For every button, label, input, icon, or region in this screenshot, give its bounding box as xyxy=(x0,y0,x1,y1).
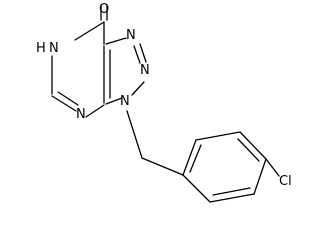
molecule-drawing: O H N N N N N Cl xyxy=(36,2,292,203)
bond-n3-ch2 xyxy=(126,110,143,159)
bond-ar-6 xyxy=(182,174,211,203)
atom-nitrogen-nh: N xyxy=(49,41,59,56)
bond-n3-c3a xyxy=(105,97,123,105)
atom-nitrogen-n1: N xyxy=(126,28,136,43)
bond-ar-5 xyxy=(209,193,255,203)
bond-n1-n2-double xyxy=(133,45,141,64)
bond-ar-cl xyxy=(265,158,280,177)
bond-ar-3 xyxy=(239,131,267,160)
bond-c5-n4 xyxy=(51,95,77,112)
structure-canvas: O H N N N N N Cl xyxy=(36,2,292,203)
atom-nitrogen-n4: N xyxy=(76,107,86,122)
atom-oxygen: O xyxy=(99,2,109,17)
atom-chlorine: Cl xyxy=(279,174,292,189)
bond-ar-3-double xyxy=(237,138,260,162)
bond-ch2-c1 xyxy=(141,157,184,176)
atom-nitrogen-n3: N xyxy=(120,94,130,109)
bond-ar-2 xyxy=(195,131,241,141)
atom-nitrogen-n2: N xyxy=(140,63,150,78)
bond-n1-n2 xyxy=(139,43,147,63)
bond-n2-n3 xyxy=(131,81,145,96)
bond-ar-5-double xyxy=(212,187,251,196)
bond-c5-n4-double xyxy=(57,91,79,106)
bond-ar-1 xyxy=(182,139,197,176)
bond-n4-c3a xyxy=(85,104,105,118)
bond-ar-1-double xyxy=(189,144,202,173)
bond-ar-4 xyxy=(253,158,267,195)
bond-c7a-n1 xyxy=(105,37,127,45)
bond-c7-n6 xyxy=(74,21,105,41)
atom-hydrogen: H xyxy=(36,41,46,56)
